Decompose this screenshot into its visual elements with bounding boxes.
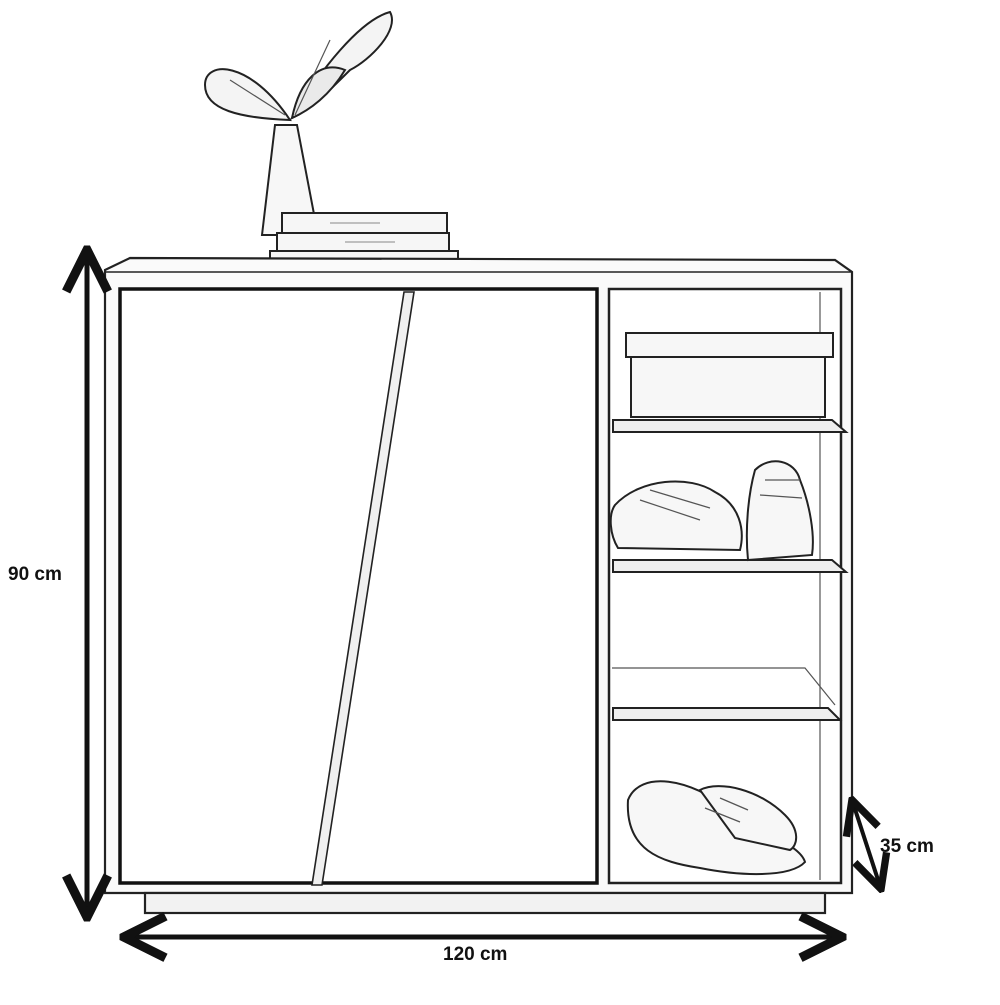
height-label: 90 cm [8,564,62,585]
width-label: 120 cm [443,944,508,965]
sliding-door [118,287,599,886]
depth-label: 35 cm [880,836,934,857]
depth-dimension-arrow [853,803,880,886]
loafers [626,780,807,876]
plant-leaves [203,10,393,122]
storage-box [625,332,834,418]
sneakers [609,460,814,562]
shelf-boards [612,419,849,721]
